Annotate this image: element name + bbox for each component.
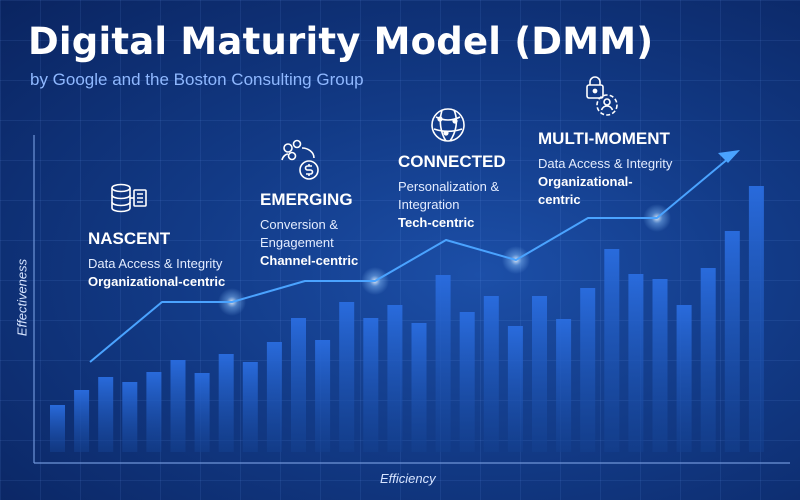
background-bar [122, 382, 138, 452]
background-bar [98, 377, 114, 452]
background-bar [74, 390, 90, 452]
background-bar [435, 275, 451, 452]
background-bar [628, 274, 644, 452]
stage-description: Integration [398, 197, 460, 212]
stage-title: EMERGING [260, 190, 353, 209]
background-bar [483, 296, 499, 452]
background-bar [748, 186, 764, 452]
background-bar [556, 319, 572, 452]
database-chip-icon [111, 183, 147, 213]
page-title: Digital Maturity Model (DMM) [28, 20, 654, 63]
background-bar [315, 340, 331, 452]
stage-title: MULTI-MOMENT [538, 129, 670, 148]
background-bar [580, 288, 596, 452]
background-bar [532, 296, 547, 452]
background-bar [507, 326, 523, 452]
people-dollar-icon [281, 139, 319, 180]
background-bar [218, 354, 234, 452]
background-bar [339, 302, 355, 452]
background-bar [266, 342, 282, 452]
trend-arrowhead [718, 150, 740, 163]
background-bar [724, 231, 740, 452]
background-bar [652, 279, 668, 452]
background-bar [700, 268, 716, 452]
lock-user-gear-icon [586, 76, 618, 116]
bars-group [50, 186, 764, 452]
background-bar [676, 305, 692, 452]
background-bar [50, 405, 65, 452]
x-axis-label: Efficiency [380, 471, 436, 486]
background-bar [146, 372, 162, 452]
stage-focus: Organizational-centric [88, 274, 226, 289]
background-bar [291, 318, 306, 452]
background-bar [242, 362, 258, 452]
stage-title: CONNECTED [398, 152, 506, 171]
trend-line [89, 152, 736, 363]
stage-multi-moment: MULTI-MOMENT Data Access & Integrity Org… [538, 129, 672, 209]
background-bar [411, 323, 427, 452]
background-bar [604, 249, 620, 452]
background-bar [170, 360, 186, 452]
stage-description: Data Access & Integrity [88, 256, 223, 271]
background-bar [363, 318, 379, 452]
y-axis-label: Effectiveness [14, 258, 30, 337]
stage-focus: Tech-centric [398, 215, 475, 230]
stage-title: NASCENT [88, 229, 171, 248]
stage-description: Personalization & [398, 179, 500, 194]
background-bar [387, 305, 403, 452]
stage-focus: Organizational-centric [538, 174, 633, 207]
stage-emerging: EMERGING Conversion & Engagement Channel… [260, 190, 358, 270]
page-subtitle: by Google and the Boston Consulting Grou… [30, 70, 364, 89]
background-bar [459, 312, 475, 452]
background-bar [194, 373, 210, 452]
globe-network-icon [431, 108, 465, 142]
stage-nascent: NASCENT Data Access & Integrity Organiza… [88, 229, 225, 291]
stage-description: Engagement [260, 235, 334, 250]
stage-focus: Channel-centric [260, 253, 359, 268]
stage-description: Conversion & [260, 217, 339, 232]
stage-description: Data Access & Integrity [538, 156, 673, 171]
stage-connected: CONNECTED Personalization & Integration … [398, 152, 506, 232]
